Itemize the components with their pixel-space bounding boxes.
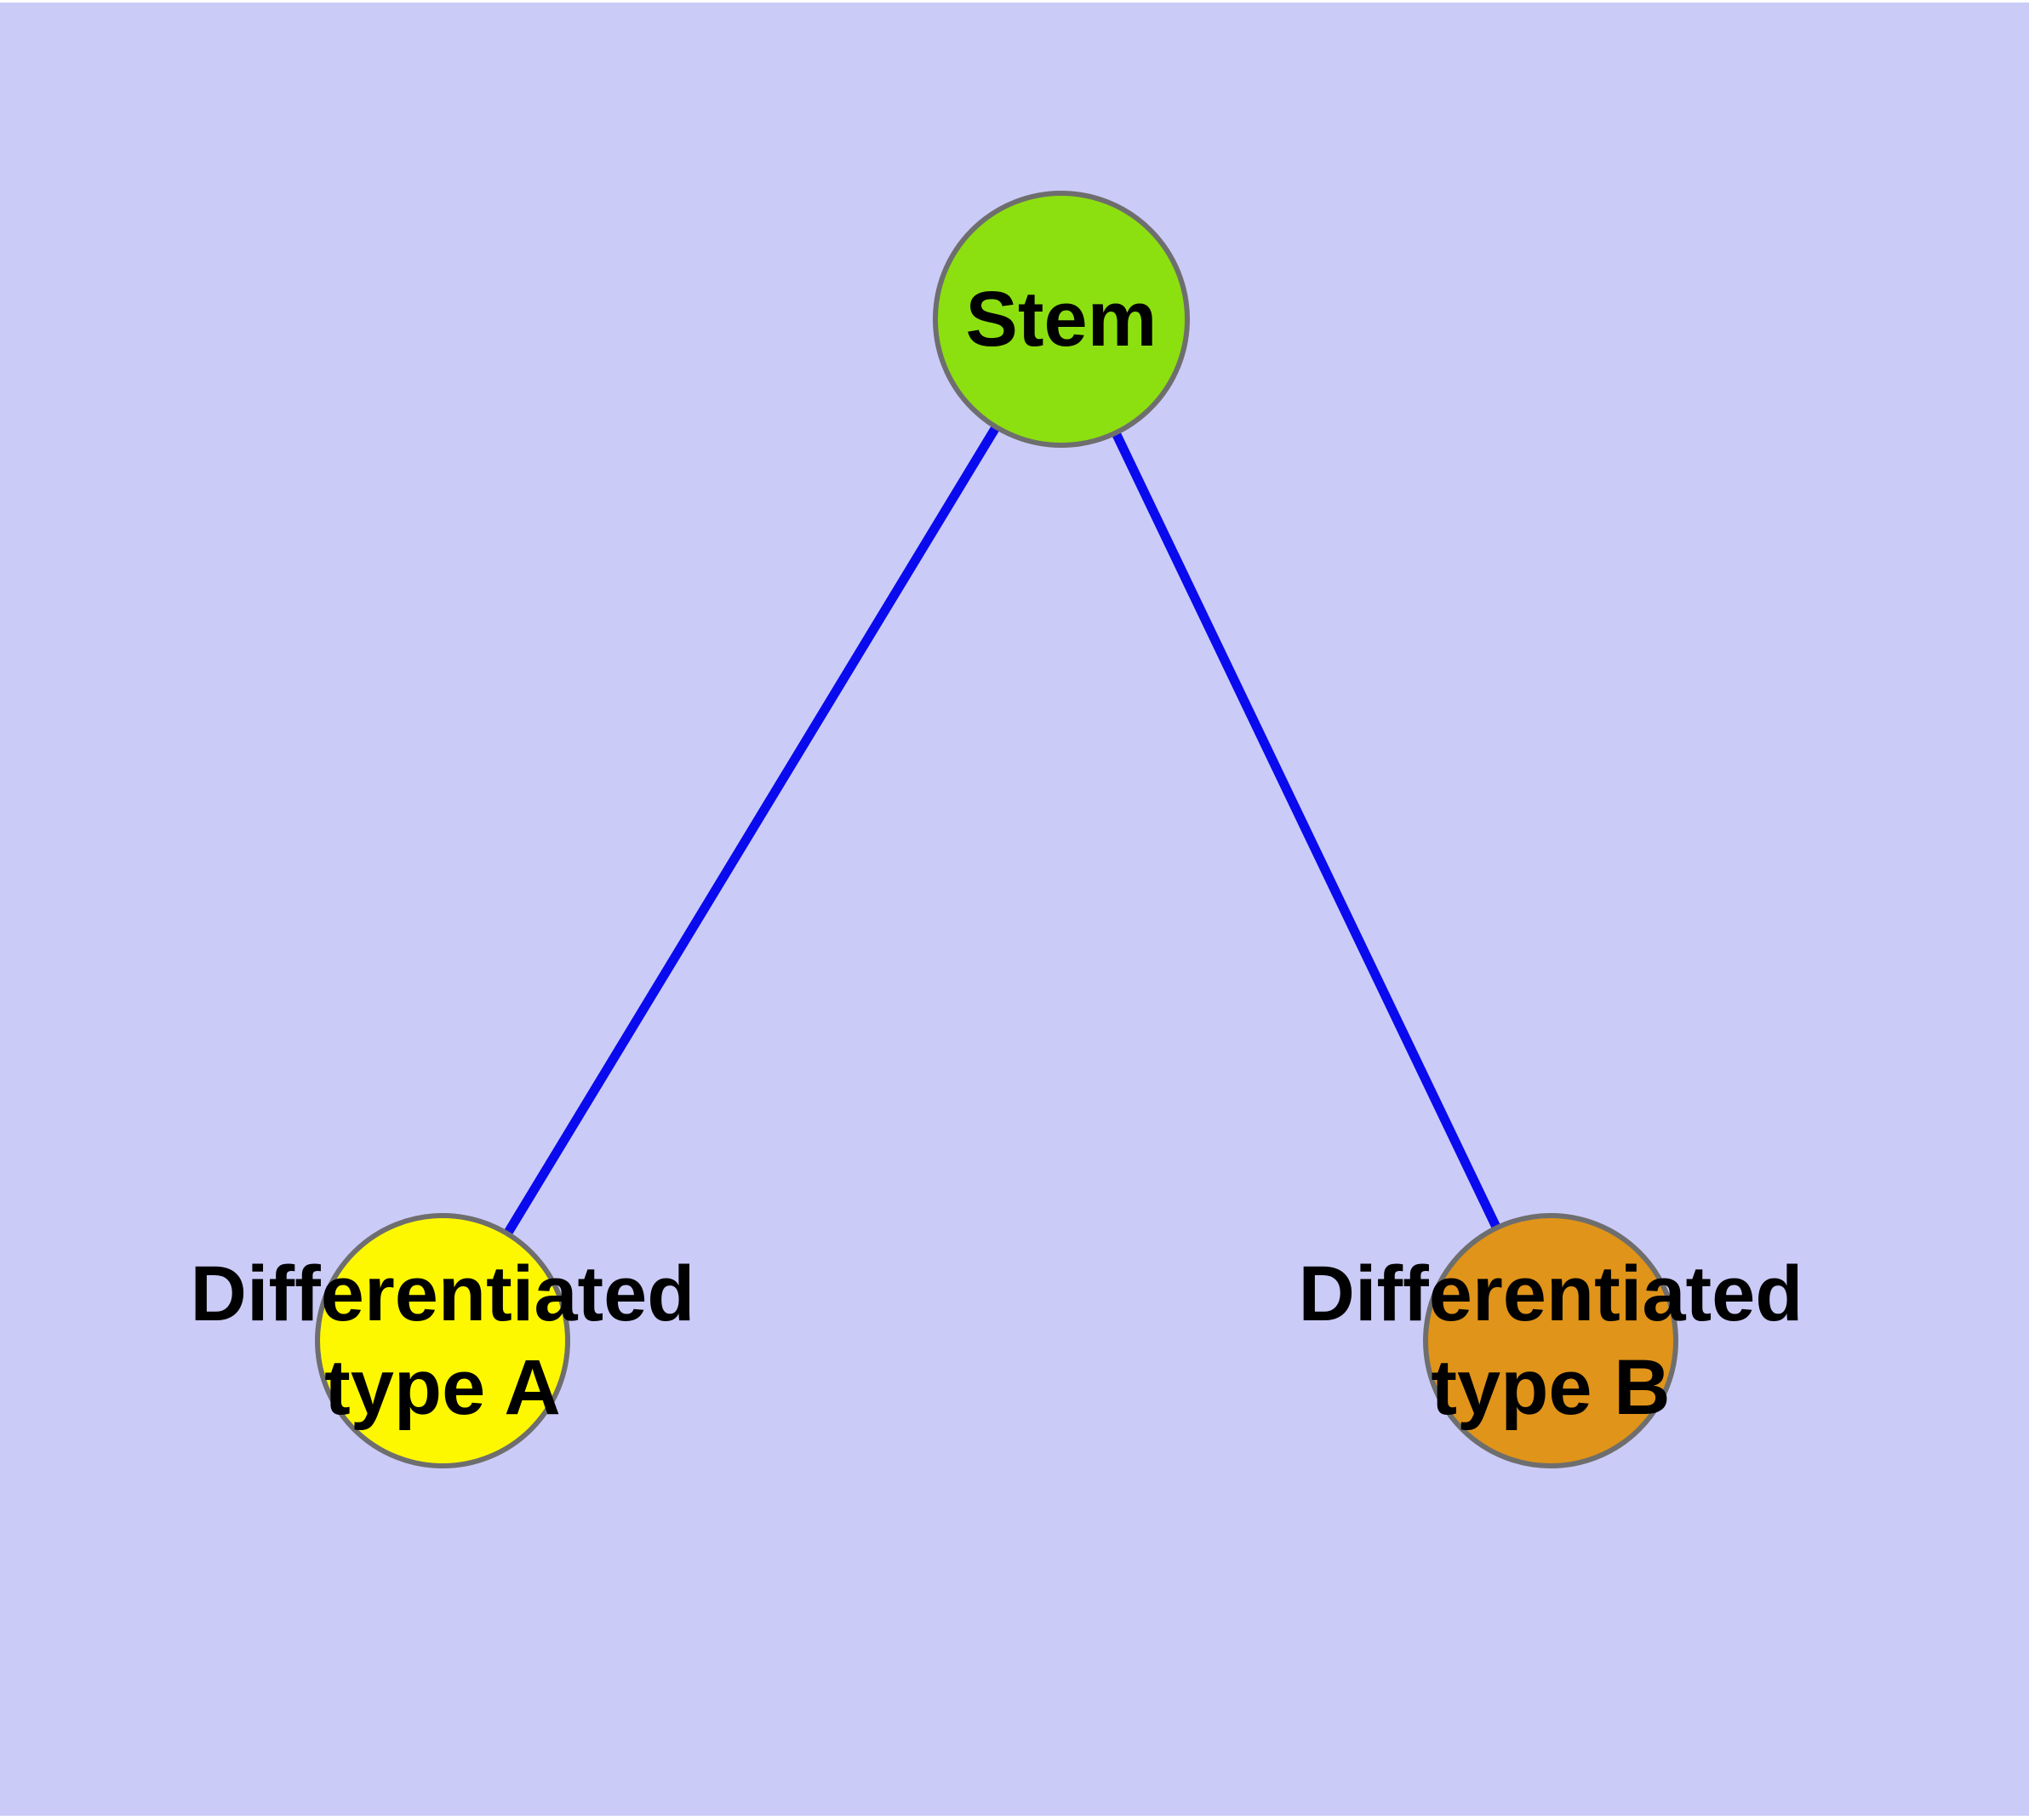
diagram-canvas: Stem Differentiated type A Differentiate…	[0, 3, 2029, 1816]
node-stem	[933, 191, 1190, 448]
edge-stem-to-type-b	[1056, 314, 1556, 1346]
edges-layer	[437, 314, 1556, 1346]
node-differentiated-type-a	[315, 1213, 570, 1468]
node-differentiated-type-b	[1423, 1213, 1678, 1468]
edge-stem-to-type-a	[437, 314, 1066, 1346]
